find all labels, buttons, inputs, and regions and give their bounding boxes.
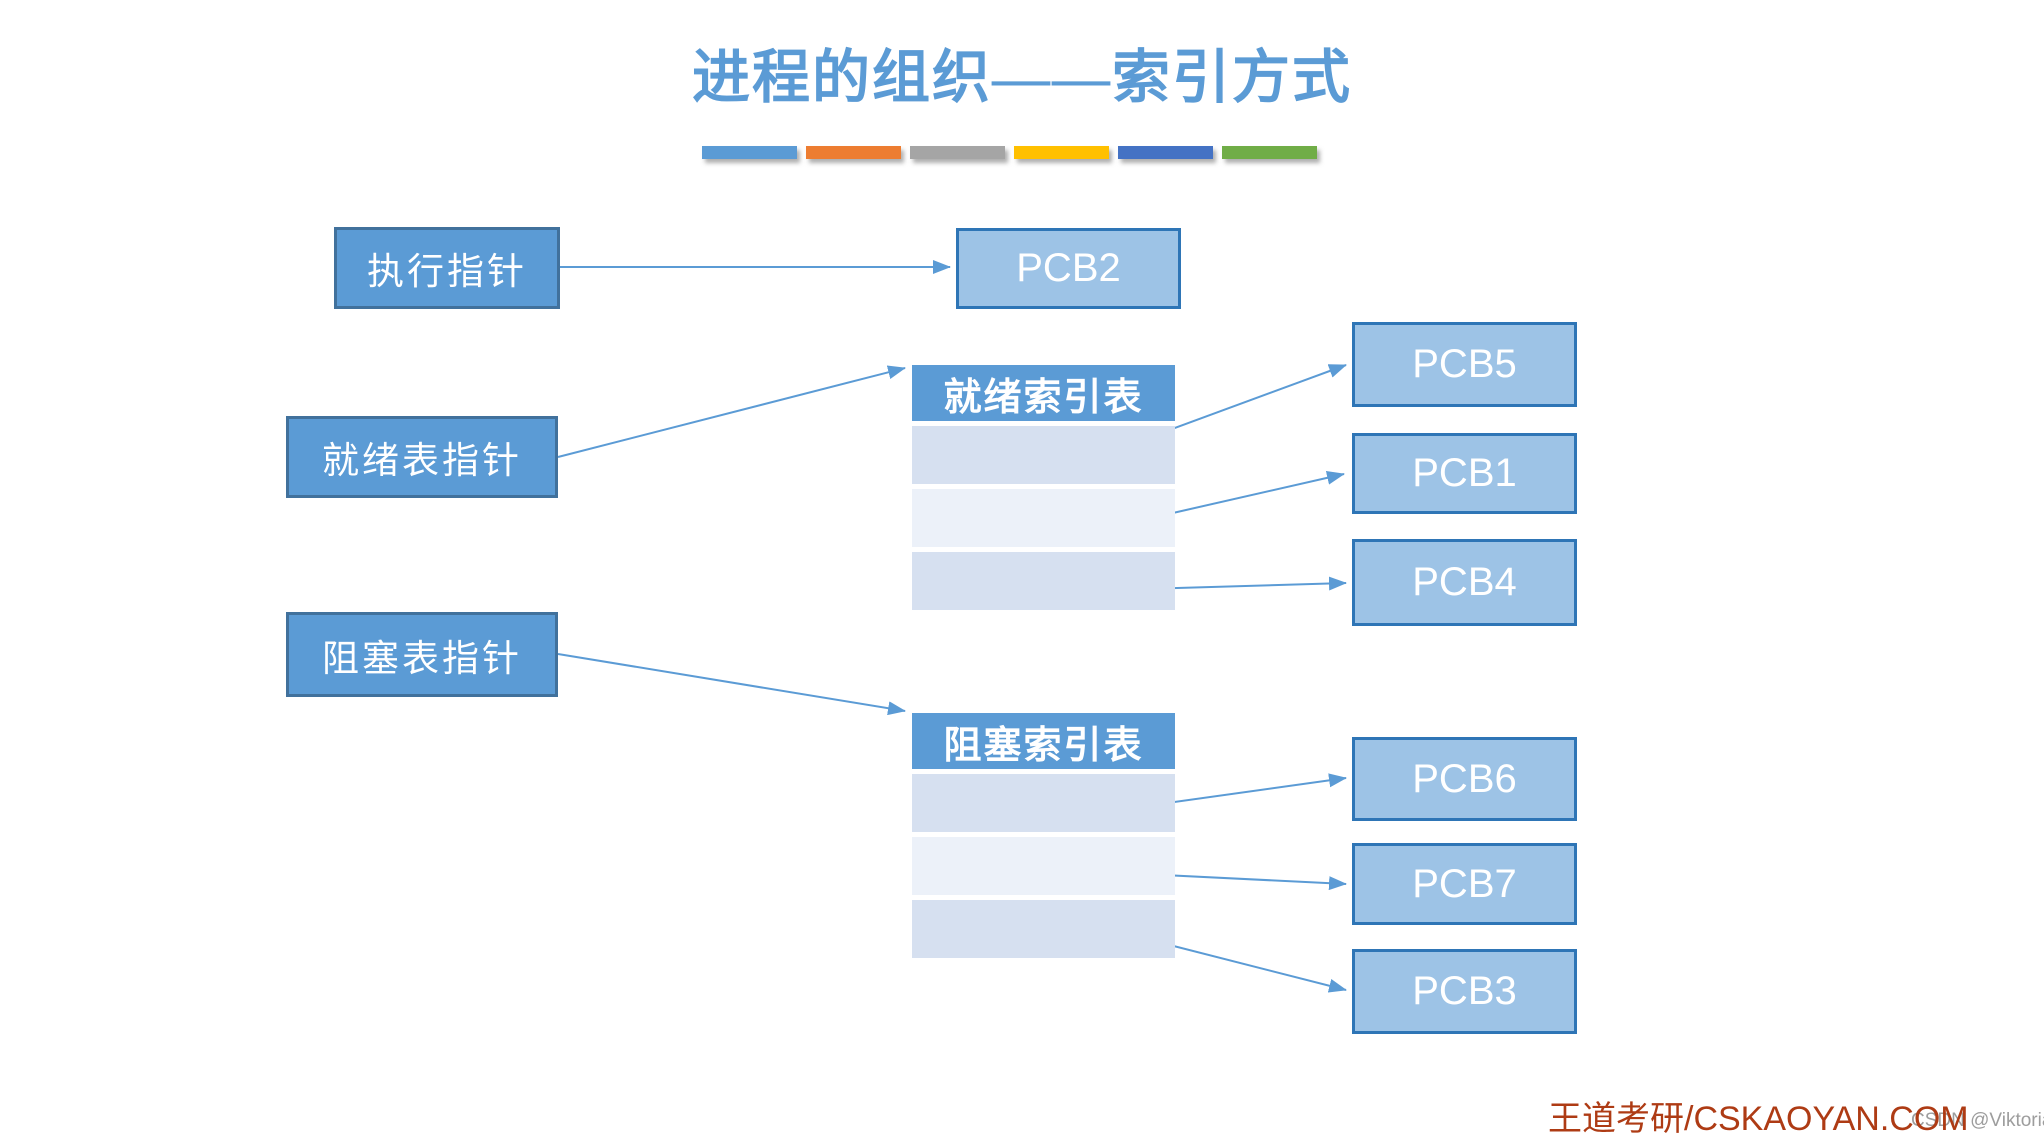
pcb6-label: PCB6 [1412,756,1517,801]
accent-bars [702,146,1317,159]
pcb4-box: PCB4 [1352,539,1577,626]
arrow-blocked-pointer-to-blocked-index-table [557,653,906,716]
pcb3-box: PCB3 [1352,949,1577,1034]
pcb7-label: PCB7 [1412,861,1517,906]
pcb4-label: PCB4 [1412,560,1517,604]
arrow-ready-pointer-to-ready-index-table [557,365,906,458]
pcb2-box: PCB2 [956,228,1181,309]
pcb3-label: PCB3 [1412,969,1517,1013]
blocked-index-table: 阻塞索引表 [912,713,1175,958]
accent-bar [1118,146,1213,159]
ready-index-table-row-1 [912,426,1175,484]
ready-pointer-label: 就绪表指针 [322,441,522,482]
blocked-index-table-row-1 [912,774,1175,832]
ready-index-table: 就绪索引表 [912,365,1175,610]
blocked-index-table-header: 阻塞索引表 [912,713,1175,769]
csdn-watermark: CSDN @Viktoriae [1911,1110,2044,1131]
ready-index-table-header: 就绪索引表 [912,365,1175,421]
slide-title: 进程的组织——索引方式 [691,45,1352,110]
ready-index-table-row-2 [912,489,1175,547]
accent-bar [702,146,797,159]
pcb1-box: PCB1 [1352,433,1577,514]
ready-pointer-box: 就绪表指针 [286,416,558,498]
accent-bar [910,146,1005,159]
blocked-pointer-box: 阻塞表指针 [286,612,558,697]
brand-footer: 王道考研/CSKAOYAN.COM [1548,1100,1969,1138]
ready-index-table-row-3 [912,552,1175,610]
pcb5-box: PCB5 [1352,322,1577,407]
pcb1-label: PCB1 [1412,451,1517,495]
blocked-pointer-label: 阻塞表指针 [322,638,522,680]
blocked-index-table-row-2 [912,837,1175,895]
pcb7-box: PCB7 [1352,843,1577,925]
accent-bar [1014,146,1109,159]
pcb6-box: PCB6 [1352,737,1577,821]
accent-bar [806,146,901,159]
pcb2-label: PCB2 [1016,246,1121,290]
accent-bar [1222,146,1317,159]
pcb5-label: PCB5 [1412,342,1517,386]
exec-pointer-box: 执行指针 [334,227,560,309]
exec-pointer-label: 执行指针 [367,252,527,293]
blocked-index-table-row-3 [912,900,1175,958]
